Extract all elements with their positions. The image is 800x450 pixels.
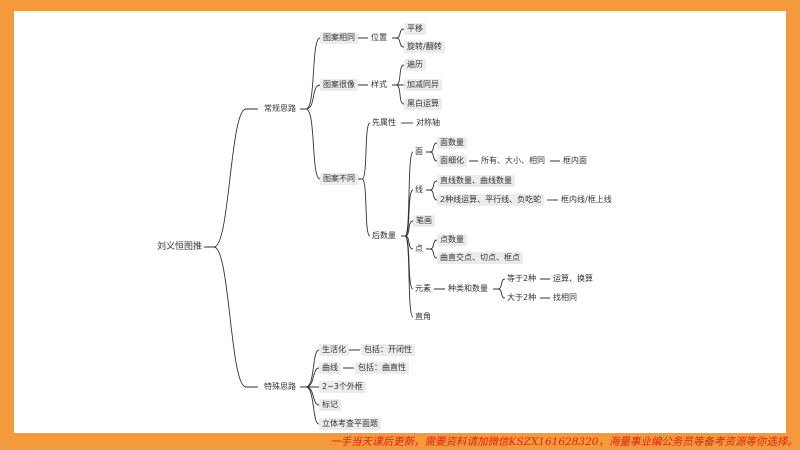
node-traverse: 遍历 — [404, 59, 426, 71]
node-life: 生活化 — [319, 344, 349, 356]
node-similar-style: 样式 — [371, 80, 387, 89]
node-face-count: 面数量 — [437, 137, 467, 149]
node-similar: 图案很像 — [320, 79, 358, 91]
node-strokes: 笔画 — [413, 215, 435, 227]
root-topic: 刘义恒图推 — [157, 242, 203, 252]
node-line: 线 — [415, 185, 423, 194]
node-different: 图案不同 — [320, 173, 358, 185]
node-ops-replace: 运算、换算 — [553, 274, 593, 283]
node-more-two: 大于2种 — [507, 293, 537, 302]
node-face-detail: 面细化 — [437, 155, 467, 167]
node-life-incl: 包括：开闭性 — [361, 344, 415, 356]
node-curve-incl: 包括：曲直性 — [355, 362, 409, 374]
node-rotate-flip: 旋转/翻转 — [404, 41, 445, 53]
connector-special-incl — [343, 349, 360, 369]
node-find-same: 找相同 — [553, 293, 577, 302]
connector-point — [426, 239, 438, 259]
node-face: 面 — [415, 147, 423, 156]
branch-special: 特殊思路 — [264, 382, 296, 391]
connector-kinds — [540, 278, 550, 299]
connector-element — [434, 278, 506, 299]
node-face-detail-items: 所有、大小、相同 — [481, 156, 545, 165]
node-line-ops: 2种线运算、平行线、负吃蛇 — [437, 194, 545, 206]
node-symmetry-axis: 对称轴 — [416, 118, 440, 127]
node-line-counts: 直线数量、曲线数量 — [437, 175, 515, 187]
node-element: 元素 — [415, 284, 431, 293]
node-translate: 平移 — [404, 23, 426, 35]
node-point-intersections: 曲直交点、切点、框点 — [437, 252, 523, 264]
branch-conventional: 常规思路 — [264, 104, 296, 113]
node-solid-views: 立体考查平面题 — [319, 418, 381, 430]
node-same-position: 位置 — [371, 33, 387, 42]
node-then-count: 后数量 — [372, 231, 396, 240]
connector-similar — [358, 64, 405, 105]
node-point-count: 点数量 — [437, 234, 467, 246]
node-addsub: 加减同异 — [404, 79, 442, 91]
node-right-angle: 直角 — [415, 312, 431, 321]
node-same: 图案相同 — [320, 32, 358, 44]
node-mark: 标记 — [319, 399, 341, 411]
node-first-attr: 先属性 — [372, 118, 396, 127]
connector-special — [300, 349, 320, 425]
connector-face — [426, 142, 438, 162]
connector-different — [358, 122, 371, 237]
node-equal-two: 等于2种 — [507, 274, 537, 283]
promo-banner-text: 一手当天课后更新，需要资料请加微信KSZX161628320，海量事业编公务员等… — [330, 436, 798, 448]
node-kind-count: 种类和数量 — [448, 284, 488, 293]
node-face-inner: 框内面 — [563, 156, 587, 165]
node-blackwhite: 黑白运算 — [404, 98, 442, 110]
connector-count — [401, 151, 414, 318]
connector-conventional — [300, 37, 321, 180]
node-point: 点 — [415, 244, 423, 253]
connector-root — [204, 108, 258, 388]
connector-same — [358, 28, 405, 48]
node-outlines: 2~3个外框 — [319, 381, 366, 393]
node-line-inner-upper: 框内线/框上线 — [561, 195, 612, 204]
node-curve: 曲线 — [319, 362, 341, 374]
connector-line — [426, 180, 438, 201]
